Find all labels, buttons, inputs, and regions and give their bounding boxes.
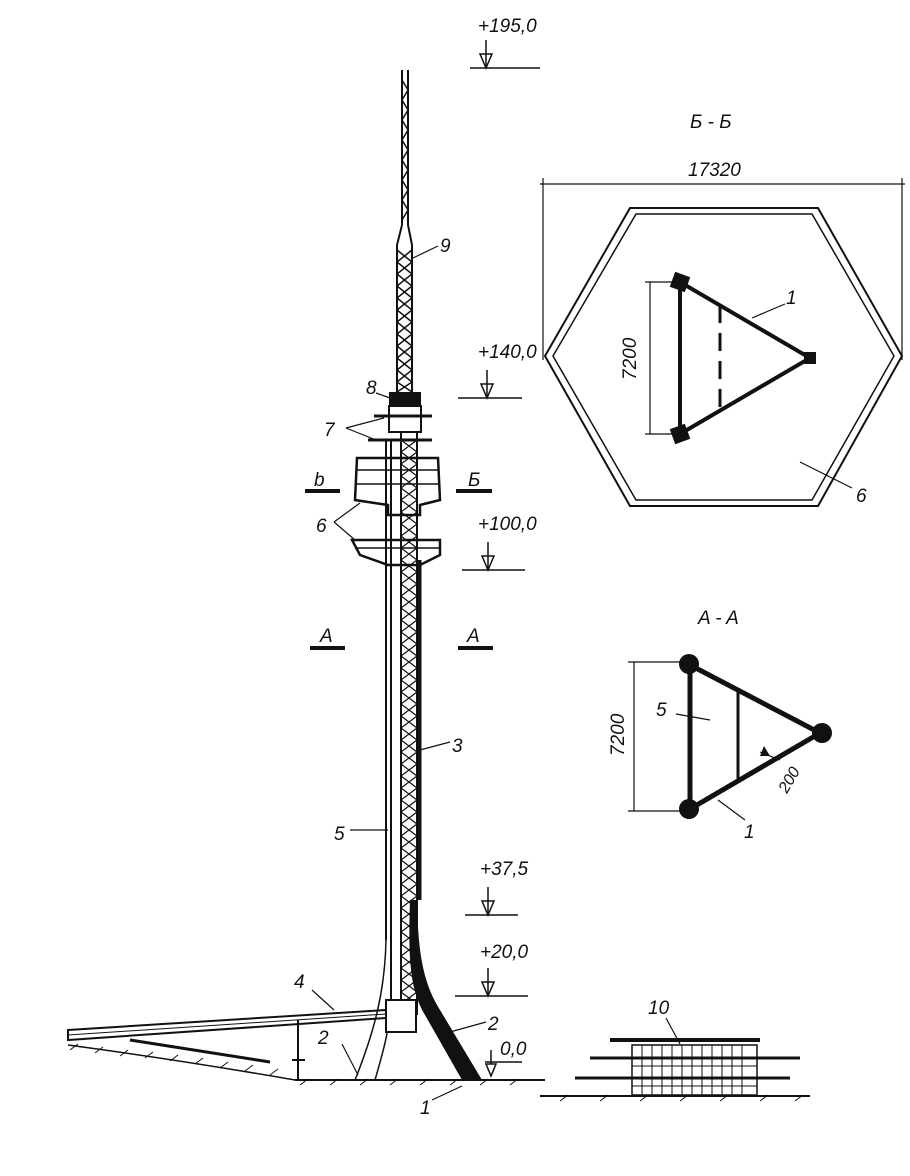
callout-4: 4 xyxy=(294,972,305,993)
callout-3: 3 xyxy=(452,736,463,757)
elevation-20: +20,0 xyxy=(455,942,529,998)
section-aa-thickness: 200 xyxy=(775,764,804,797)
section-mark-b-left: b xyxy=(314,470,325,491)
elevation-140: +140,0 xyxy=(458,342,537,400)
service-pods xyxy=(349,456,442,567)
building xyxy=(575,1038,800,1096)
elevation-37: +37,5 xyxy=(465,859,529,917)
section-bb-width: 17320 xyxy=(688,160,741,181)
callout-2-left: 2 xyxy=(317,1028,329,1049)
ground xyxy=(67,1043,810,1102)
elevation-label-140: +140,0 xyxy=(478,342,537,363)
section-mark-a-left: A xyxy=(319,626,333,647)
section-bb-callout-6: 6 xyxy=(856,486,867,507)
section-aa-height: 7200 xyxy=(608,713,629,756)
section-aa: A - A 7200 200 5 1 xyxy=(608,608,832,843)
callout-2-right: 2 xyxy=(487,1014,499,1035)
top-block xyxy=(388,392,422,433)
section-bb-height: 7200 xyxy=(620,337,641,380)
main-shaft xyxy=(354,432,482,1081)
callout-10: 10 xyxy=(648,998,670,1019)
section-mark-a-right: A xyxy=(466,626,480,647)
antenna-mast xyxy=(395,70,414,393)
elevation-100: +100,0 xyxy=(462,514,537,572)
callouts: 9 8 7 6 3 5 4 2 2 1 10 xyxy=(294,236,681,1119)
elevation-markers: +195,0 +140,0 +100,0 +37,5 +20,0 xyxy=(455,16,540,1078)
elevation-label-37: +37,5 xyxy=(480,859,529,880)
section-bb: Б - Б 17320 7200 1 6 xyxy=(540,112,905,507)
section-aa-callout-5: 5 xyxy=(656,700,667,721)
callout-1: 1 xyxy=(420,1098,431,1119)
elevation-top: +195,0 xyxy=(470,16,540,70)
callout-9: 9 xyxy=(440,236,451,257)
section-aa-title: A - A xyxy=(697,608,739,629)
section-marks: b Б A A xyxy=(305,470,493,650)
section-aa-callout-1: 1 xyxy=(744,822,755,843)
elevation-label-top: +195,0 xyxy=(478,16,537,37)
callout-7: 7 xyxy=(324,420,336,441)
elevation-0: 0,0 xyxy=(484,1039,527,1078)
entrance-gallery xyxy=(67,1008,387,1080)
elevation-label-0: 0,0 xyxy=(500,1039,527,1060)
callout-6: 6 xyxy=(316,516,327,537)
callout-8: 8 xyxy=(366,378,377,399)
elevation-label-20: +20,0 xyxy=(480,942,529,963)
section-bb-title: Б - Б xyxy=(690,112,732,133)
section-bb-callout-1: 1 xyxy=(786,288,797,309)
section-mark-b-right: Б xyxy=(468,470,480,491)
callout-5: 5 xyxy=(334,824,345,845)
elevation-label-100: +100,0 xyxy=(478,514,537,535)
